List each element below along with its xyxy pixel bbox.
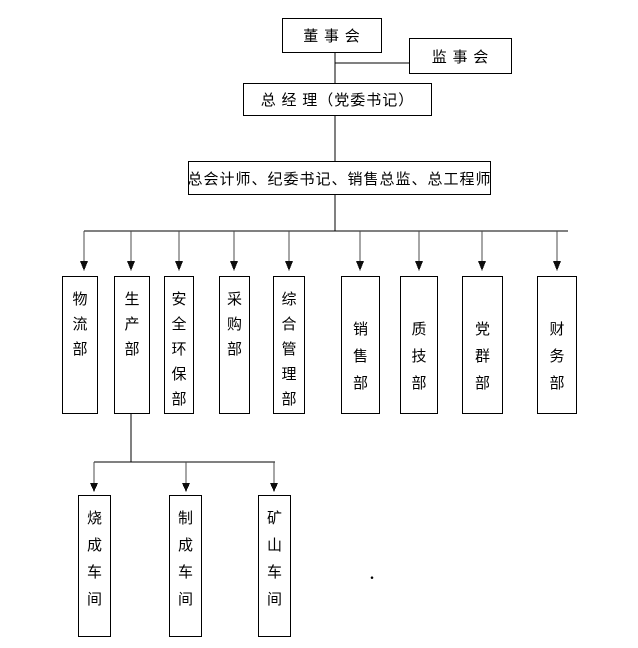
node-label: 物流部 — [72, 292, 88, 358]
node-dept-quality-technology: 质技部 — [400, 276, 438, 414]
node-workshop-mining: 矿山车间 — [258, 495, 291, 637]
arrow-head-ws-0 — [90, 483, 98, 492]
node-dept-party-mass: 党群部 — [462, 276, 503, 414]
arrow-head-dept-3 — [230, 261, 238, 271]
node-dept-procurement: 采购部 — [219, 276, 250, 414]
node-dept-logistics: 物流部 — [62, 276, 98, 414]
node-executives: 总会计师、纪委书记、销售总监、总工程师 — [188, 161, 491, 195]
node-dept-finance: 财务部 — [537, 276, 577, 414]
arrow-head-dept-2 — [175, 261, 183, 271]
node-dept-sales: 销售部 — [341, 276, 380, 414]
node-dept-general-management: 综合管理部 — [273, 276, 305, 414]
node-label: 监 事 会 — [431, 49, 490, 66]
arrow-head-ws-2 — [270, 483, 278, 492]
node-label: 烧成车间 — [86, 511, 102, 608]
arrow-head-dept-7 — [478, 261, 486, 271]
arrow-head-dept-0 — [80, 261, 88, 271]
node-label: 总 经 理（党委书记） — [260, 93, 415, 109]
node-label: 制成车间 — [177, 511, 193, 608]
node-label: 矿山车间 — [266, 511, 282, 608]
node-board-of-directors: 董 事 会 — [282, 18, 382, 53]
arrow-head-dept-5 — [356, 261, 364, 271]
node-label: 财务部 — [549, 322, 565, 392]
node-dept-safety-environment: 安全环保部 — [164, 276, 194, 414]
node-dept-production: 生产部 — [114, 276, 150, 414]
node-label: 安全环保部 — [171, 292, 187, 408]
node-label: 总会计师、纪委书记、销售总监、总工程师 — [187, 171, 492, 188]
node-general-manager: 总 经 理（党委书记） — [243, 83, 432, 116]
node-workshop-sintering: 烧成车间 — [78, 495, 111, 637]
arrow-head-dept-4 — [285, 261, 293, 271]
node-supervisory-board: 监 事 会 — [409, 38, 512, 74]
arrow-head-dept-6 — [415, 261, 423, 271]
node-label: 采购部 — [226, 292, 242, 358]
node-label: 生产部 — [124, 292, 140, 358]
stray-period-mark: . — [370, 566, 374, 583]
node-label: 党群部 — [474, 322, 490, 392]
node-label: 董 事 会 — [303, 29, 361, 45]
arrow-head-dept-8 — [553, 261, 561, 271]
node-workshop-finishing: 制成车间 — [169, 495, 202, 637]
node-label: 销售部 — [352, 322, 368, 392]
node-label: 质技部 — [411, 322, 427, 392]
arrow-head-ws-1 — [182, 483, 190, 492]
node-label: 综合管理部 — [281, 292, 297, 408]
arrow-head-dept-1 — [127, 261, 135, 271]
